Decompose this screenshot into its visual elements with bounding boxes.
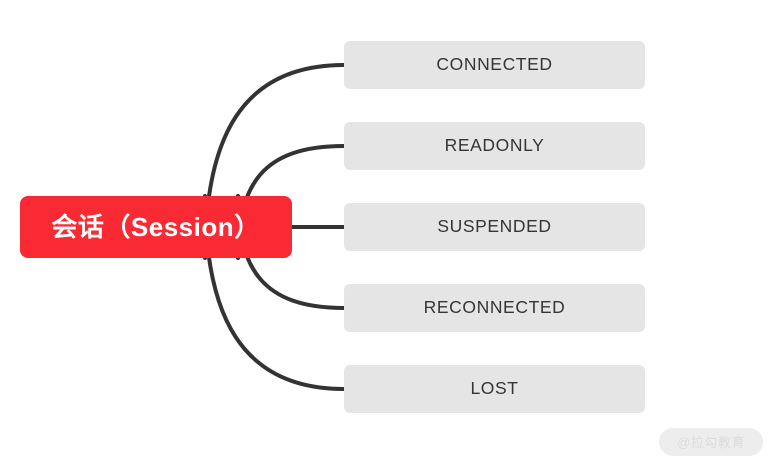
- leaf-node-readonly[interactable]: READONLY: [344, 122, 645, 170]
- leaf-node-label: LOST: [470, 378, 519, 399]
- leaf-node-label: RECONNECTED: [423, 297, 566, 318]
- leaf-node-connected[interactable]: CONNECTED: [344, 41, 645, 89]
- leaf-node-lost[interactable]: LOST: [344, 365, 645, 413]
- leaf-node-label: CONNECTED: [436, 54, 553, 75]
- leaf-node-label: SUSPENDED: [437, 216, 552, 237]
- root-node-label: 会话（Session）: [51, 212, 261, 242]
- watermark-badge: @拉勾教育: [659, 428, 763, 456]
- leaf-node-suspended[interactable]: SUSPENDED: [344, 203, 645, 251]
- leaf-node-label: READONLY: [444, 135, 545, 156]
- leaf-node-reconnected[interactable]: RECONNECTED: [344, 284, 645, 332]
- root-node[interactable]: 会话（Session）: [20, 196, 292, 258]
- watermark-label: @拉勾教育: [677, 434, 745, 450]
